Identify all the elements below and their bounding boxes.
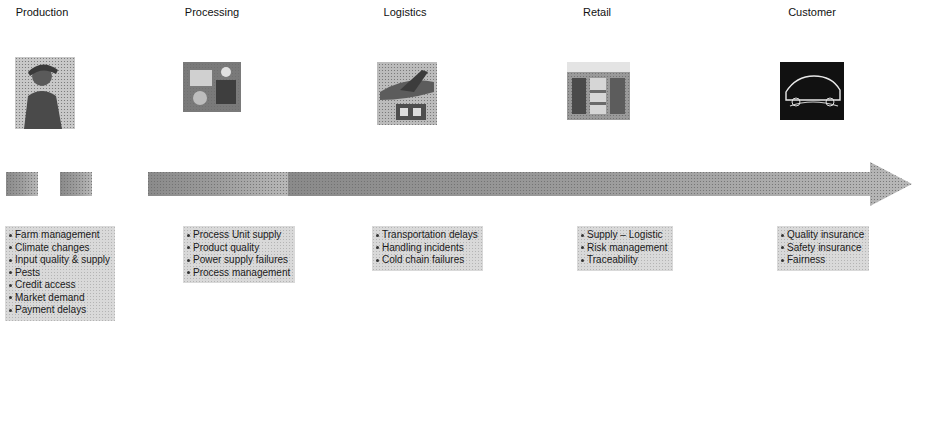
bullet-dot (781, 259, 784, 262)
bullet-row: Climate changes (9, 242, 110, 255)
stage-heading: Logistics (384, 6, 427, 18)
bullet-dot (781, 234, 784, 237)
bullet-dot (376, 259, 379, 262)
risk-box: Process Unit supplyProduct qualityPower … (183, 226, 295, 283)
stage-heading: Customer (788, 6, 836, 18)
risk-item: Pests (15, 267, 40, 280)
risk-box: Farm managementClimate changesInput qual… (5, 226, 115, 321)
bullet-dot (187, 234, 190, 237)
risk-item: Quality insurance (787, 229, 864, 242)
processing-photo (183, 62, 241, 112)
bullet-dot (581, 246, 584, 249)
stage-heading: Production (16, 6, 69, 18)
bullet-dot (9, 259, 12, 262)
stage-heading: Processing (185, 6, 239, 18)
risk-item: Power supply failures (193, 254, 288, 267)
bullet-dot (187, 259, 190, 262)
bullet-row: Quality insurance (781, 229, 864, 242)
bullet-dot (9, 271, 12, 274)
risk-item: Process management (193, 267, 290, 280)
risk-item: Process Unit supply (193, 229, 281, 242)
bullet-row: Transportation delays (376, 229, 478, 242)
bullet-row: Process Unit supply (187, 229, 290, 242)
bullet-row: Pests (9, 267, 110, 280)
logistics-photo (377, 62, 437, 125)
customer-photo (780, 62, 844, 120)
stage-heading: Retail (583, 6, 611, 18)
risk-item: Cold chain failures (382, 254, 464, 267)
bullet-dot (581, 234, 584, 237)
bullet-row: Handling incidents (376, 242, 478, 255)
bullet-dot (9, 284, 12, 287)
farmer-photo (15, 57, 75, 129)
bullet-dot (376, 234, 379, 237)
risk-item: Input quality & supply (15, 254, 110, 267)
risk-item: Transportation delays (382, 229, 478, 242)
bullet-row: Process management (187, 267, 290, 280)
flow-arrow (6, 162, 912, 206)
risk-box: Quality insuranceSafety insuranceFairnes… (777, 226, 869, 271)
risk-item: Supply – Logistic (587, 229, 663, 242)
bullet-row: Input quality & supply (9, 254, 110, 267)
bullet-dot (9, 296, 12, 299)
bullet-row: Cold chain failures (376, 254, 478, 267)
bullet-row: Fairness (781, 254, 864, 267)
risk-item: Farm management (15, 229, 99, 242)
bullet-dot (9, 234, 12, 237)
retail-photo (567, 62, 630, 120)
risk-item: Payment delays (15, 304, 86, 317)
bullet-dot (781, 246, 784, 249)
bullet-dot (9, 246, 12, 249)
bullet-dot (9, 309, 12, 312)
risk-item: Safety insurance (787, 242, 862, 255)
bullet-row: Traceability (581, 254, 668, 267)
risk-item: Climate changes (15, 242, 89, 255)
bullet-dot (187, 246, 190, 249)
bullet-row: Product quality (187, 242, 290, 255)
risk-item: Product quality (193, 242, 259, 255)
bullet-row: Credit access (9, 279, 110, 292)
bullet-row: Market demand (9, 292, 110, 305)
bullet-dot (581, 259, 584, 262)
risk-item: Handling incidents (382, 242, 464, 255)
bullet-row: Supply – Logistic (581, 229, 668, 242)
risk-item: Fairness (787, 254, 825, 267)
risk-item: Credit access (15, 279, 76, 292)
risk-item: Market demand (15, 292, 84, 305)
bullet-row: Payment delays (9, 304, 110, 317)
risk-box: Transportation delaysHandling incidentsC… (372, 226, 483, 271)
bullet-row: Risk management (581, 242, 668, 255)
bullet-dot (376, 246, 379, 249)
bullet-row: Safety insurance (781, 242, 864, 255)
risk-item: Risk management (587, 242, 668, 255)
bullet-dot (187, 271, 190, 274)
bullet-row: Power supply failures (187, 254, 290, 267)
bullet-row: Farm management (9, 229, 110, 242)
risk-box: Supply – LogisticRisk managementTraceabi… (577, 226, 673, 271)
risk-item: Traceability (587, 254, 638, 267)
